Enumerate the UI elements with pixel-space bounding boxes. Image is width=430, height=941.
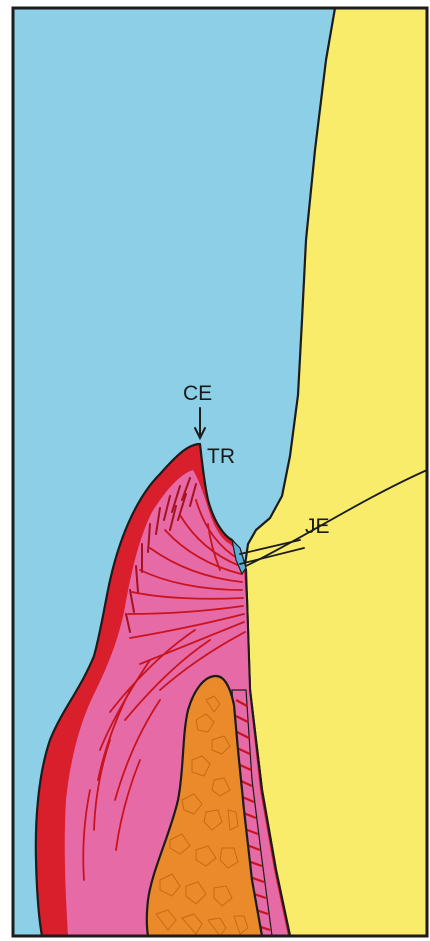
label-je: JE — [305, 515, 330, 538]
label-tr: TR — [207, 445, 235, 468]
label-ce: CE — [183, 382, 212, 405]
